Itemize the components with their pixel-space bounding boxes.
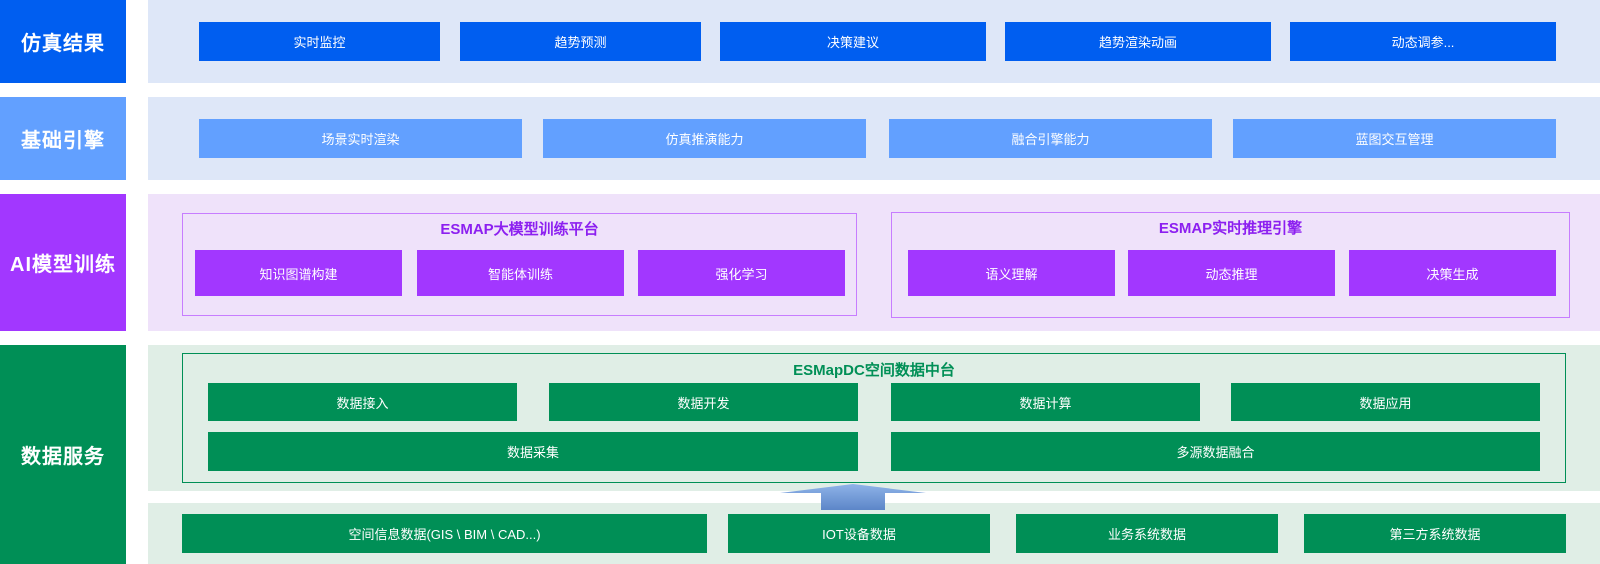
layer-label-base-engine: 基础引擎 [0,97,126,180]
training-agent[interactable]: 智能体训练 [417,250,624,296]
sim-result-trend-forecast[interactable]: 趋势预测 [460,22,701,61]
inference-semantic-understanding[interactable]: 语义理解 [908,250,1115,296]
inference-decision-generation[interactable]: 决策生成 [1349,250,1556,296]
source-business-system-data[interactable]: 业务系统数据 [1016,514,1278,553]
training-knowledge-graph[interactable]: 知识图谱构建 [195,250,402,296]
data-application[interactable]: 数据应用 [1231,383,1540,421]
engine-scene-realtime-render[interactable]: 场景实时渲染 [199,119,522,158]
source-third-party-data[interactable]: 第三方系统数据 [1304,514,1566,553]
sim-result-dynamic-tuning[interactable]: 动态调参... [1290,22,1556,61]
inference-engine-title: ESMAP实时推理引擎 [1158,220,1303,237]
data-development[interactable]: 数据开发 [549,383,858,421]
source-spatial-info-data[interactable]: 空间信息数据(GIS \ BIM \ CAD...) [182,514,707,553]
data-computing[interactable]: 数据计算 [891,383,1200,421]
layer-label-ai-training: AI模型训练 [0,194,126,331]
layer-label-data-service: 数据服务 [0,345,126,564]
source-iot-device-data[interactable]: IOT设备数据 [728,514,990,553]
engine-simulation-deduction[interactable]: 仿真推演能力 [543,119,866,158]
group-training-platform [182,213,857,316]
group-data-platform [182,353,1566,483]
sim-result-realtime-monitor[interactable]: 实时监控 [199,22,440,61]
multi-source-data-fusion[interactable]: 多源数据融合 [891,432,1540,471]
up-arrow-icon [780,484,926,510]
data-collection[interactable]: 数据采集 [208,432,858,471]
layer-label-sim-results: 仿真结果 [0,0,126,83]
sim-result-decision-advice[interactable]: 决策建议 [720,22,986,61]
training-platform-title: ESMAP大模型训练平台 [440,221,599,238]
data-platform-title: ESMapDC空间数据中台 [793,362,955,379]
group-inference-engine [891,212,1570,318]
inference-dynamic-reasoning[interactable]: 动态推理 [1128,250,1335,296]
engine-fusion-capability[interactable]: 融合引擎能力 [889,119,1212,158]
sim-result-trend-render-animation[interactable]: 趋势渲染动画 [1005,22,1271,61]
engine-blueprint-interaction[interactable]: 蓝图交互管理 [1233,119,1556,158]
training-reinforcement-learning[interactable]: 强化学习 [638,250,845,296]
data-access[interactable]: 数据接入 [208,383,517,421]
